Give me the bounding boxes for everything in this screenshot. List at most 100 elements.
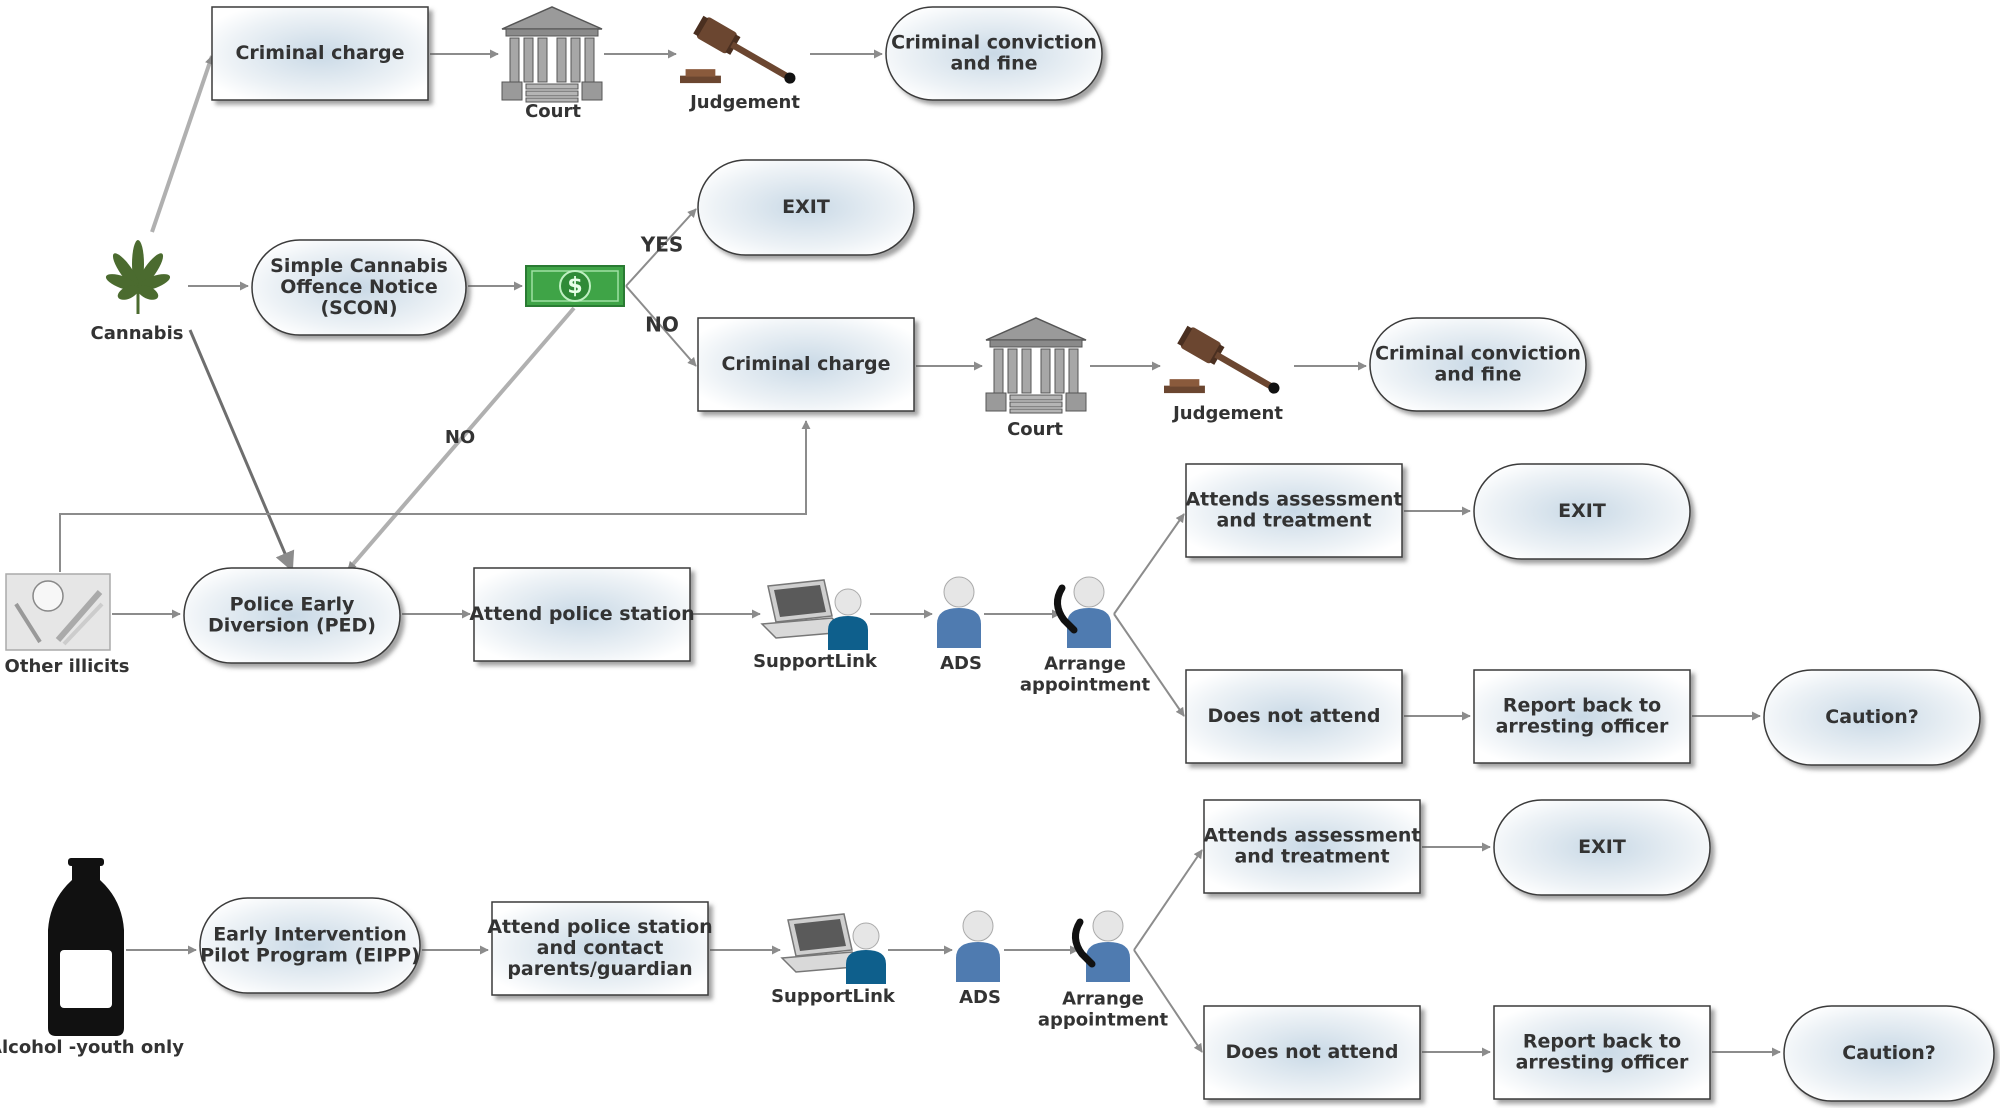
exit-pill-eipp-label: EXIT — [1578, 836, 1626, 858]
svg-text:$: $ — [567, 274, 582, 299]
no-diversion-label: NO — [445, 427, 475, 448]
arrow-arrange-to-attends — [1113, 513, 1185, 615]
arrange-person-icon — [1066, 576, 1112, 649]
criminal-conviction-pill-top-label: and fine — [950, 53, 1037, 75]
exit-pill-ped-label: EXIT — [1558, 500, 1606, 522]
does-not-attend-box-eipp-label: Does not attend — [1226, 1041, 1399, 1063]
criminal-conviction-pill-mid-label: Criminal conviction — [1375, 343, 1581, 365]
arrow-fine-yes-exit — [625, 208, 697, 287]
arrange-appointment-label-eipp-line: appointment — [1038, 1010, 1169, 1031]
court-label-top: Court — [525, 101, 581, 122]
scon-pill-label: (SCON) — [320, 297, 397, 319]
supportlink-person-icon — [845, 922, 887, 985]
eipp-pill-label: Early Intervention — [213, 924, 407, 946]
arrow-arrange-to-not-attend — [1113, 613, 1185, 717]
eipp-pill-label: Pilot Program (EIPP) — [200, 945, 420, 967]
attend-contact-parents-box-label: and contact — [537, 937, 664, 959]
caution-pill-ped-label: Caution? — [1825, 706, 1919, 728]
attends-assessment-box-ped-label: Attends assessment — [1185, 489, 1402, 511]
report-back-box-ped-label: Report back to — [1503, 695, 1661, 717]
attend-police-station-box: Attend police station — [469, 567, 695, 662]
attend-police-station-box-label: Attend police station — [469, 603, 694, 625]
arrow-cannabis-to-charge-top — [150, 55, 214, 233]
no-label: NO — [645, 313, 679, 337]
arrow-fine-no-to-ped — [346, 306, 576, 572]
supportlink-label: SupportLink — [753, 651, 878, 672]
gavel-icon — [680, 14, 802, 91]
ads-person-icon — [936, 576, 982, 649]
does-not-attend-box-eipp: Does not attend — [1203, 1005, 1421, 1100]
supportlink-label-eipp: SupportLink — [771, 986, 896, 1007]
arrange-appointment-label-line: Arrange — [1044, 654, 1126, 675]
criminal-charge-box-top-label: Criminal charge — [235, 42, 404, 64]
caution-pill-eipp-label: Caution? — [1842, 1042, 1936, 1064]
criminal-conviction-pill-mid-label: and fine — [1434, 364, 1521, 386]
exit-pill-cannabis-label: EXIT — [782, 196, 830, 218]
phone-icon — [1054, 584, 1078, 634]
does-not-attend-box-ped-label: Does not attend — [1208, 705, 1381, 727]
report-back-box-eipp-label: Report back to — [1523, 1031, 1681, 1053]
court-icon — [985, 317, 1087, 414]
ads-label-eipp: ADS — [959, 987, 1001, 1008]
caution-pill-ped: Caution? — [1763, 669, 1981, 766]
attend-contact-parents-box-label: Attend police station — [487, 916, 712, 938]
scon-pill-label: Simple Cannabis — [270, 255, 448, 277]
judgement-label-mid: Judgement — [1171, 403, 1283, 424]
gavel-icon — [1164, 324, 1286, 401]
report-back-box-ped-label: arresting officer — [1496, 716, 1669, 738]
arrow-arrange-to-attends-eipp — [1133, 849, 1203, 951]
criminal-conviction-pill-top-label: Criminal conviction — [891, 32, 1097, 54]
arrange-appointment-label-line: appointment — [1020, 675, 1151, 696]
criminal-charge-box-mid: Criminal charge — [697, 317, 915, 412]
court-label-mid: Court — [1007, 419, 1063, 440]
ads-label: ADS — [940, 653, 982, 674]
exit-pill-ped: EXIT — [1473, 463, 1691, 560]
does-not-attend-box-ped: Does not attend — [1185, 669, 1403, 764]
ped-pill-label: Police Early — [230, 594, 355, 616]
alcohol-youth-label: Alcohol -youth only — [0, 1037, 184, 1058]
cannabis-leaf-icon — [105, 240, 171, 314]
syringe-pill-icon — [5, 573, 111, 651]
criminal-charge-box-top: Criminal charge — [211, 6, 429, 101]
other-illicits-label: Other illicits — [5, 656, 130, 677]
arrow-arrange-to-not-attend-eipp — [1133, 949, 1203, 1053]
yes-label: YES — [640, 233, 684, 257]
phone-icon — [1072, 918, 1096, 968]
exit-pill-eipp: EXIT — [1493, 799, 1711, 896]
court-icon — [501, 6, 603, 103]
cannabis-label: Cannabis — [91, 323, 184, 344]
report-back-box-eipp-label: arresting officer — [1516, 1052, 1689, 1074]
scon-pill-label: Offence Notice — [280, 276, 437, 298]
attends-assessment-box-eipp-label: Attends assessment — [1203, 825, 1420, 847]
attends-assessment-box-eipp-label: and treatment — [1234, 846, 1389, 868]
criminal-charge-box-mid-label: Criminal charge — [721, 353, 890, 375]
arrow-cannabis-to-ped — [188, 329, 295, 572]
arrow-illicits-to-charge — [59, 420, 811, 572]
arrange-person-icon — [1085, 910, 1131, 983]
bottle-icon — [48, 858, 124, 1036]
judgement-label-top: Judgement — [688, 92, 800, 113]
attends-assessment-box-ped-label: and treatment — [1216, 510, 1371, 532]
ped-pill-label: Diversion (PED) — [208, 615, 376, 637]
ads-person-icon — [955, 910, 1001, 983]
arrange-appointment-label-eipp-line: Arrange — [1062, 989, 1144, 1010]
dollar-bill-icon: $ — [525, 265, 625, 307]
caution-pill-eipp: Caution? — [1783, 1005, 1995, 1102]
arrow-fine-no-charge — [625, 285, 697, 367]
attend-contact-parents-box-label: parents/guardian — [507, 958, 692, 980]
exit-pill-cannabis: EXIT — [697, 159, 915, 256]
